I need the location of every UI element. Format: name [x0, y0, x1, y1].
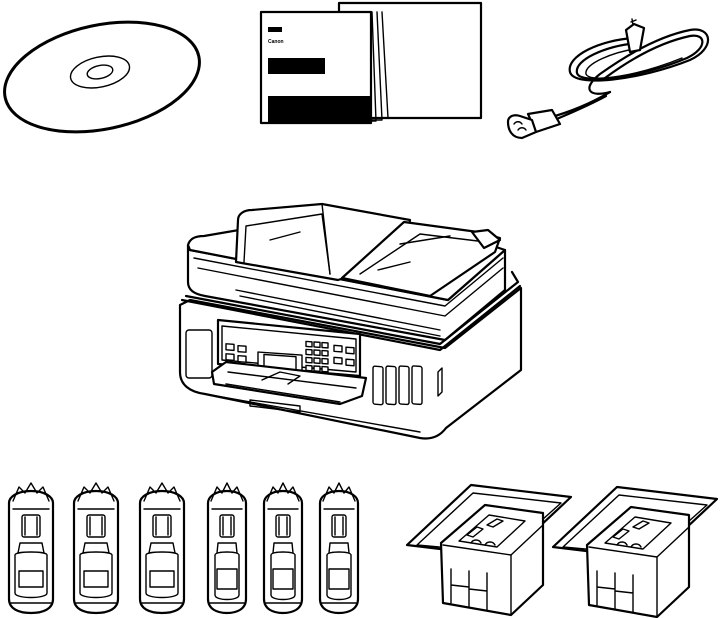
- ink-bottle-icon: [7, 481, 55, 615]
- document-stack-icon: Canon: [259, 1, 483, 125]
- ink-bottle-icon: [262, 481, 304, 615]
- ink-bottle-icon: [318, 481, 360, 615]
- print-head-icon: [551, 485, 719, 618]
- ink-bottle-icon: [72, 481, 120, 615]
- ink-bottle-icon: [206, 481, 248, 615]
- manual-brand-text: Canon: [268, 39, 284, 45]
- power-cord-icon: [506, 18, 710, 140]
- printer-icon: [178, 202, 523, 440]
- print-head-icon: [405, 483, 573, 617]
- cd-disc-icon: [3, 20, 201, 134]
- ink-bottle-icon: [138, 481, 186, 615]
